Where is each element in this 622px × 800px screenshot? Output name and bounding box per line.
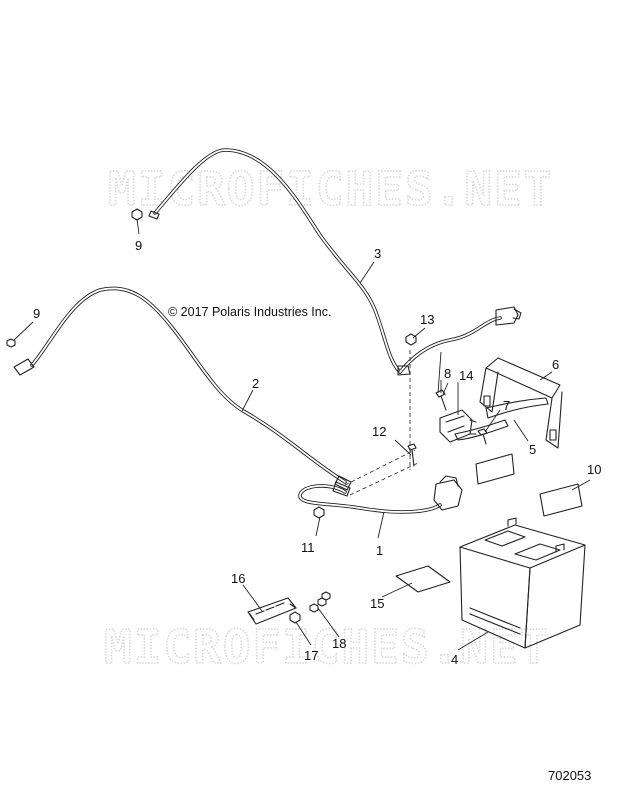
callout-3: 3 [374, 246, 381, 261]
assembly-line-cable [344, 449, 416, 486]
callout-9-upper: 9 [135, 238, 142, 253]
callout-9-left: 9 [33, 306, 40, 321]
label-10 [539, 483, 583, 517]
callout-1: 1 [376, 543, 383, 558]
label-15 [395, 565, 451, 593]
relay-14 [439, 409, 477, 443]
cable-2 [13, 286, 352, 491]
watermark-top: MICROFICHES.NET [108, 162, 553, 216]
nut-13 [405, 333, 417, 346]
callout-2: 2 [252, 376, 259, 391]
diagram-ref-number: 702053 [548, 768, 591, 783]
pad-near-strap [475, 453, 515, 485]
callout-15: 15 [370, 596, 384, 611]
watermark-bottom: MICROFICHES.NET [104, 620, 549, 674]
callout-10: 10 [587, 462, 601, 477]
assembly-line-cable-lower [349, 462, 419, 496]
callout-17: 17 [304, 648, 318, 663]
callout-14: 14 [459, 368, 473, 383]
strap-5 [454, 397, 549, 441]
battery-4 [459, 517, 586, 649]
callout-16: 16 [231, 571, 245, 586]
bracket-6 [479, 357, 563, 449]
copyright-text: © 2017 Polaris Industries Inc. [168, 305, 331, 319]
callout-8: 8 [444, 366, 451, 381]
callout-5: 5 [529, 442, 536, 457]
nut-9-left [6, 338, 16, 348]
cable-3 [148, 148, 522, 376]
screw-8 [435, 389, 447, 411]
callout-18: 18 [332, 636, 346, 651]
cable-1 [298, 475, 463, 514]
nut-11 [313, 506, 325, 519]
nut-9-upper [131, 208, 143, 221]
callout-11: 11 [301, 540, 315, 555]
bolt-12 [407, 443, 417, 467]
callout-7: 7 [503, 398, 510, 413]
fuse-holder-16 [247, 597, 297, 625]
leader-lines [13, 218, 591, 651]
hardware-18 [309, 591, 331, 613]
nut-17 [289, 611, 301, 624]
callout-12: 12 [372, 424, 386, 439]
callout-4: 4 [451, 652, 458, 667]
callout-13: 13 [420, 312, 434, 327]
callout-6: 6 [552, 357, 559, 372]
